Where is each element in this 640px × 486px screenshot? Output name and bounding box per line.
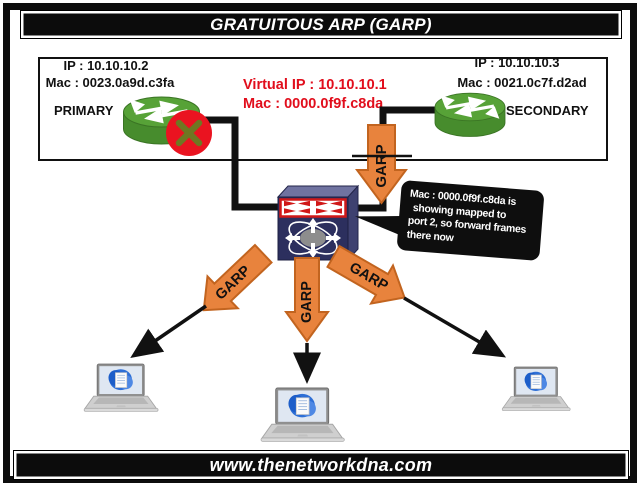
- laptop-left: [83, 363, 159, 412]
- page-title: GRATUITOUS ARP (GARP): [210, 14, 432, 34]
- garp-arrow-to-middle-host: GARP: [284, 257, 330, 343]
- primary-name-label: PRIMARY: [54, 103, 114, 118]
- failed-x-icon: [166, 110, 212, 156]
- callout-bubble: Mac : 0000.0f9f.c8da is showing mapped t…: [353, 180, 545, 261]
- arrow-to-right-host: [403, 296, 507, 358]
- router-box: [38, 57, 608, 161]
- garp-arrow-down-right: GARP: [355, 124, 408, 205]
- footer-bar: www.thenetworkdna.com: [13, 450, 629, 480]
- footer-text: www.thenetworkdna.com: [209, 454, 433, 475]
- laptop-middle: [260, 387, 345, 442]
- secondary-mac-label: Mac : 0021.0c7f.d2ad: [457, 75, 587, 90]
- arrow-to-left-host: [130, 304, 207, 358]
- garp-label: GARP: [299, 281, 315, 323]
- primary-ip-label: IP : 10.10.10.2: [63, 58, 149, 73]
- garp-label: GARP: [373, 144, 390, 187]
- virtual-ip-label: Virtual IP : 10.10.10.1: [243, 77, 387, 93]
- secondary-ip-label: IP : 10.10.10.3: [474, 55, 560, 70]
- secondary-router-icon: [433, 91, 507, 139]
- secondary-name-label: SECONDARY: [506, 103, 589, 118]
- garp-arrow-to-left-host: GARP: [187, 236, 280, 328]
- laptop-right: [501, 366, 571, 412]
- callout-tail-icon: [353, 212, 402, 235]
- primary-mac-label: Mac : 0023.0a9d.c3fa: [45, 75, 175, 90]
- virtual-mac-label: Mac : 0000.0f9f.c8da: [243, 96, 384, 112]
- title-bar: GRATUITOUS ARP (GARP): [20, 10, 622, 39]
